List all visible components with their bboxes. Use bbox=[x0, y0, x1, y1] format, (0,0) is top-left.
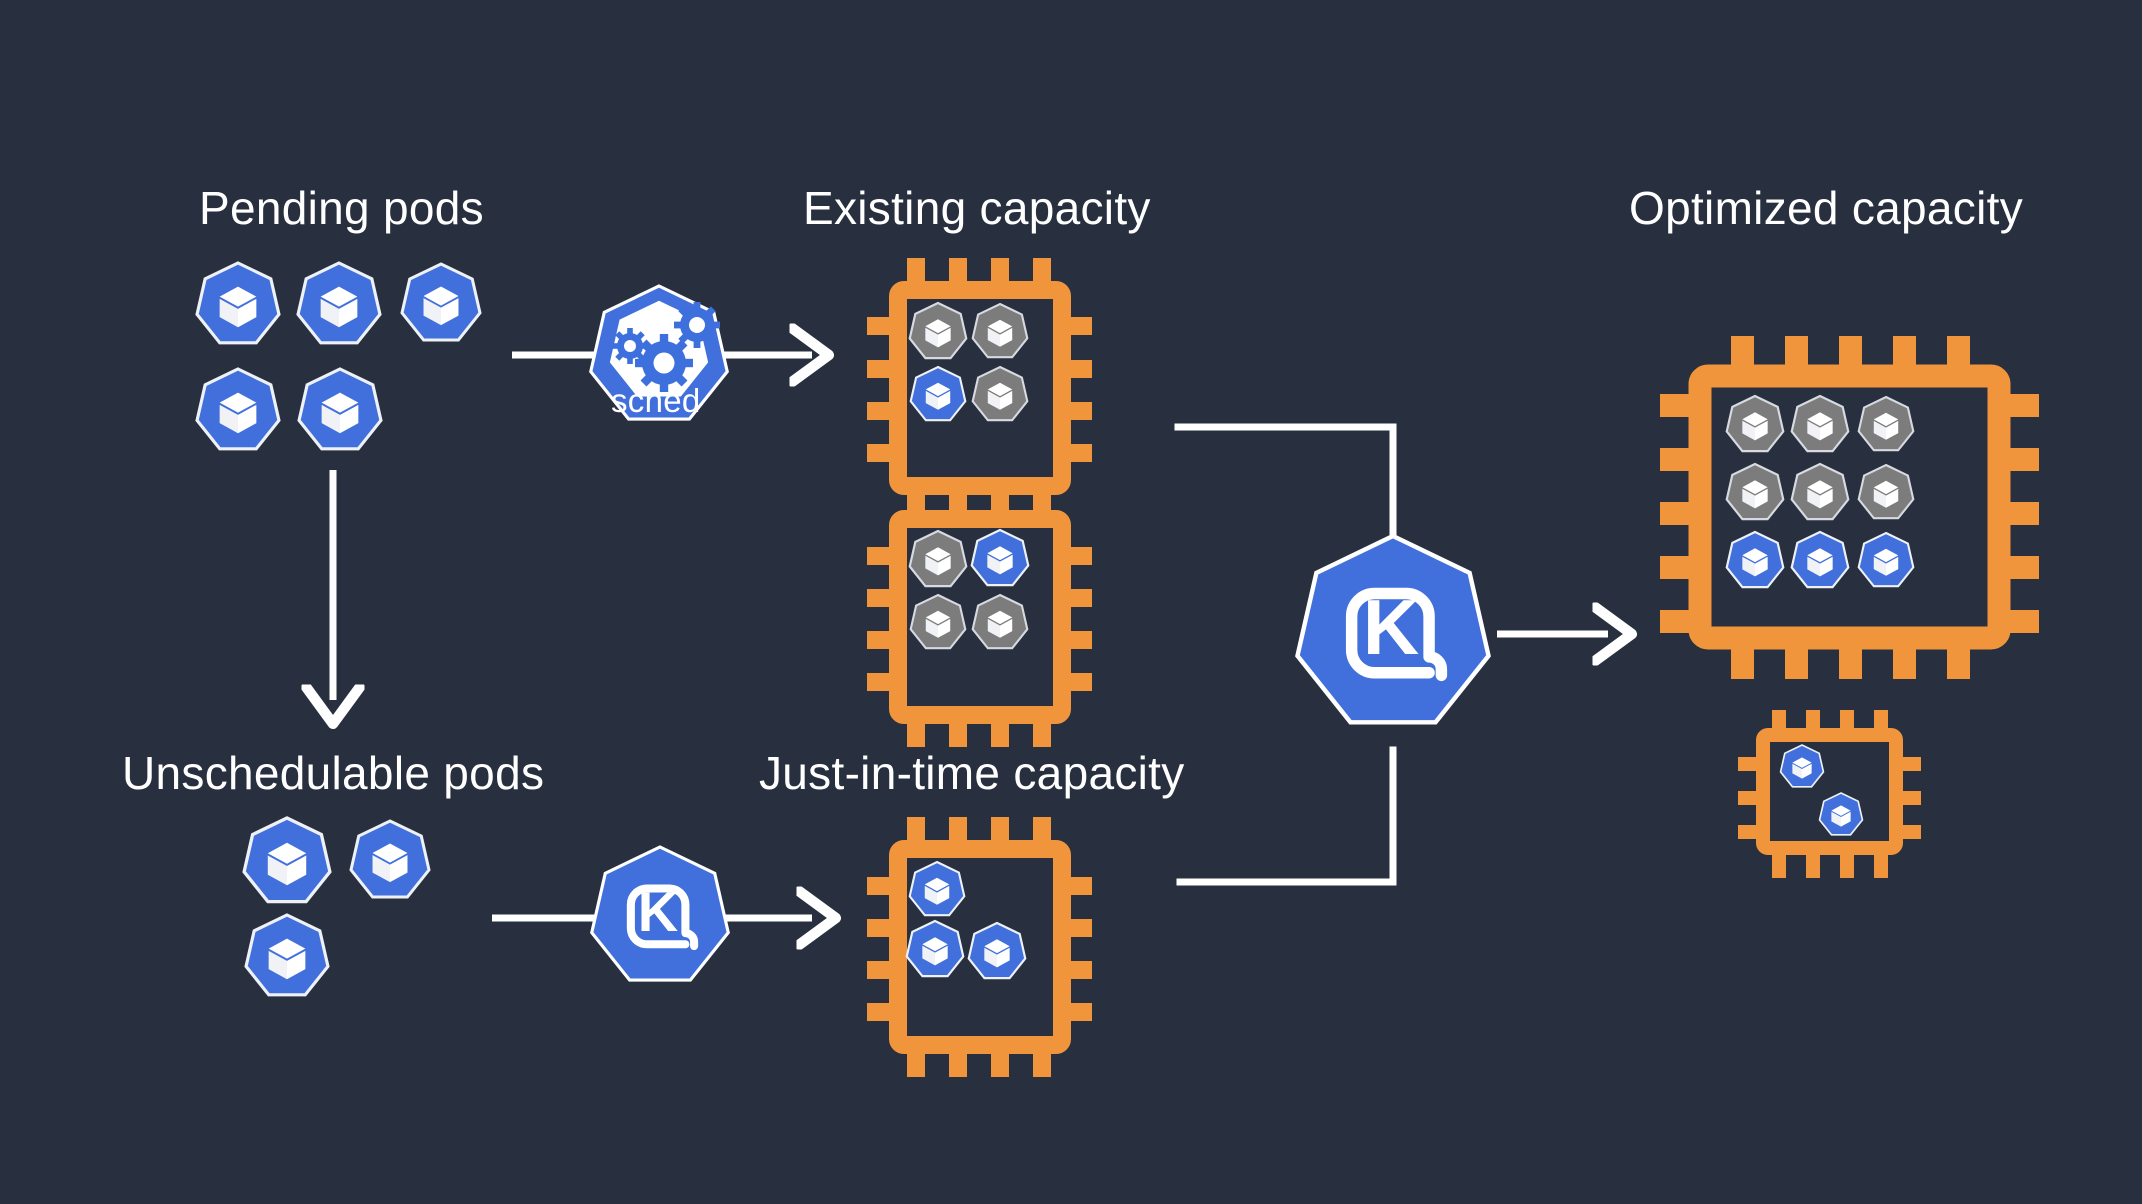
group-pending-pods bbox=[197, 263, 480, 449]
gears-icon bbox=[612, 302, 720, 392]
scheduler-node[interactable] bbox=[591, 286, 727, 419]
connector-existing-to-karpenter bbox=[1174, 423, 1397, 560]
karpenter-node-center[interactable]: K bbox=[1297, 536, 1488, 722]
pod-blue[interactable] bbox=[246, 915, 328, 995]
chip-existing-node-2[interactable] bbox=[867, 487, 1092, 747]
chip-optimized-node-large[interactable] bbox=[1660, 336, 2039, 679]
group-unschedulable-pods bbox=[244, 818, 429, 995]
karpenter-node-small[interactable]: K bbox=[592, 847, 728, 980]
svg-text:K: K bbox=[638, 880, 678, 943]
label-just-in-time-capacity: Just-in-time capacity bbox=[759, 747, 1185, 799]
scheduler-badge-label: sched bbox=[611, 382, 701, 419]
pod-blue[interactable] bbox=[351, 821, 429, 897]
pod-blue[interactable] bbox=[197, 369, 279, 449]
svg-text:K: K bbox=[1363, 583, 1419, 671]
pod-blue[interactable] bbox=[298, 263, 380, 343]
label-pending-pods: Pending pods bbox=[199, 182, 484, 234]
chip-existing-node-1[interactable] bbox=[867, 258, 1092, 520]
pod-blue[interactable] bbox=[402, 264, 480, 340]
connector-jit-to-karpenter bbox=[1176, 746, 1397, 886]
karpenter-k-icon bbox=[626, 884, 699, 951]
chip-optimized-node-small[interactable] bbox=[1738, 710, 1921, 878]
label-existing-capacity: Existing capacity bbox=[803, 182, 1151, 234]
pod-blue[interactable] bbox=[299, 369, 381, 449]
chip-jit-node-1[interactable] bbox=[867, 817, 1092, 1077]
label-unschedulable-pods: Unschedulable pods bbox=[122, 747, 545, 799]
pod-blue[interactable] bbox=[197, 263, 279, 343]
karpenter-k-icon bbox=[1345, 587, 1448, 682]
pod-blue[interactable] bbox=[244, 818, 330, 902]
label-optimized-capacity: Optimized capacity bbox=[1629, 182, 2023, 234]
